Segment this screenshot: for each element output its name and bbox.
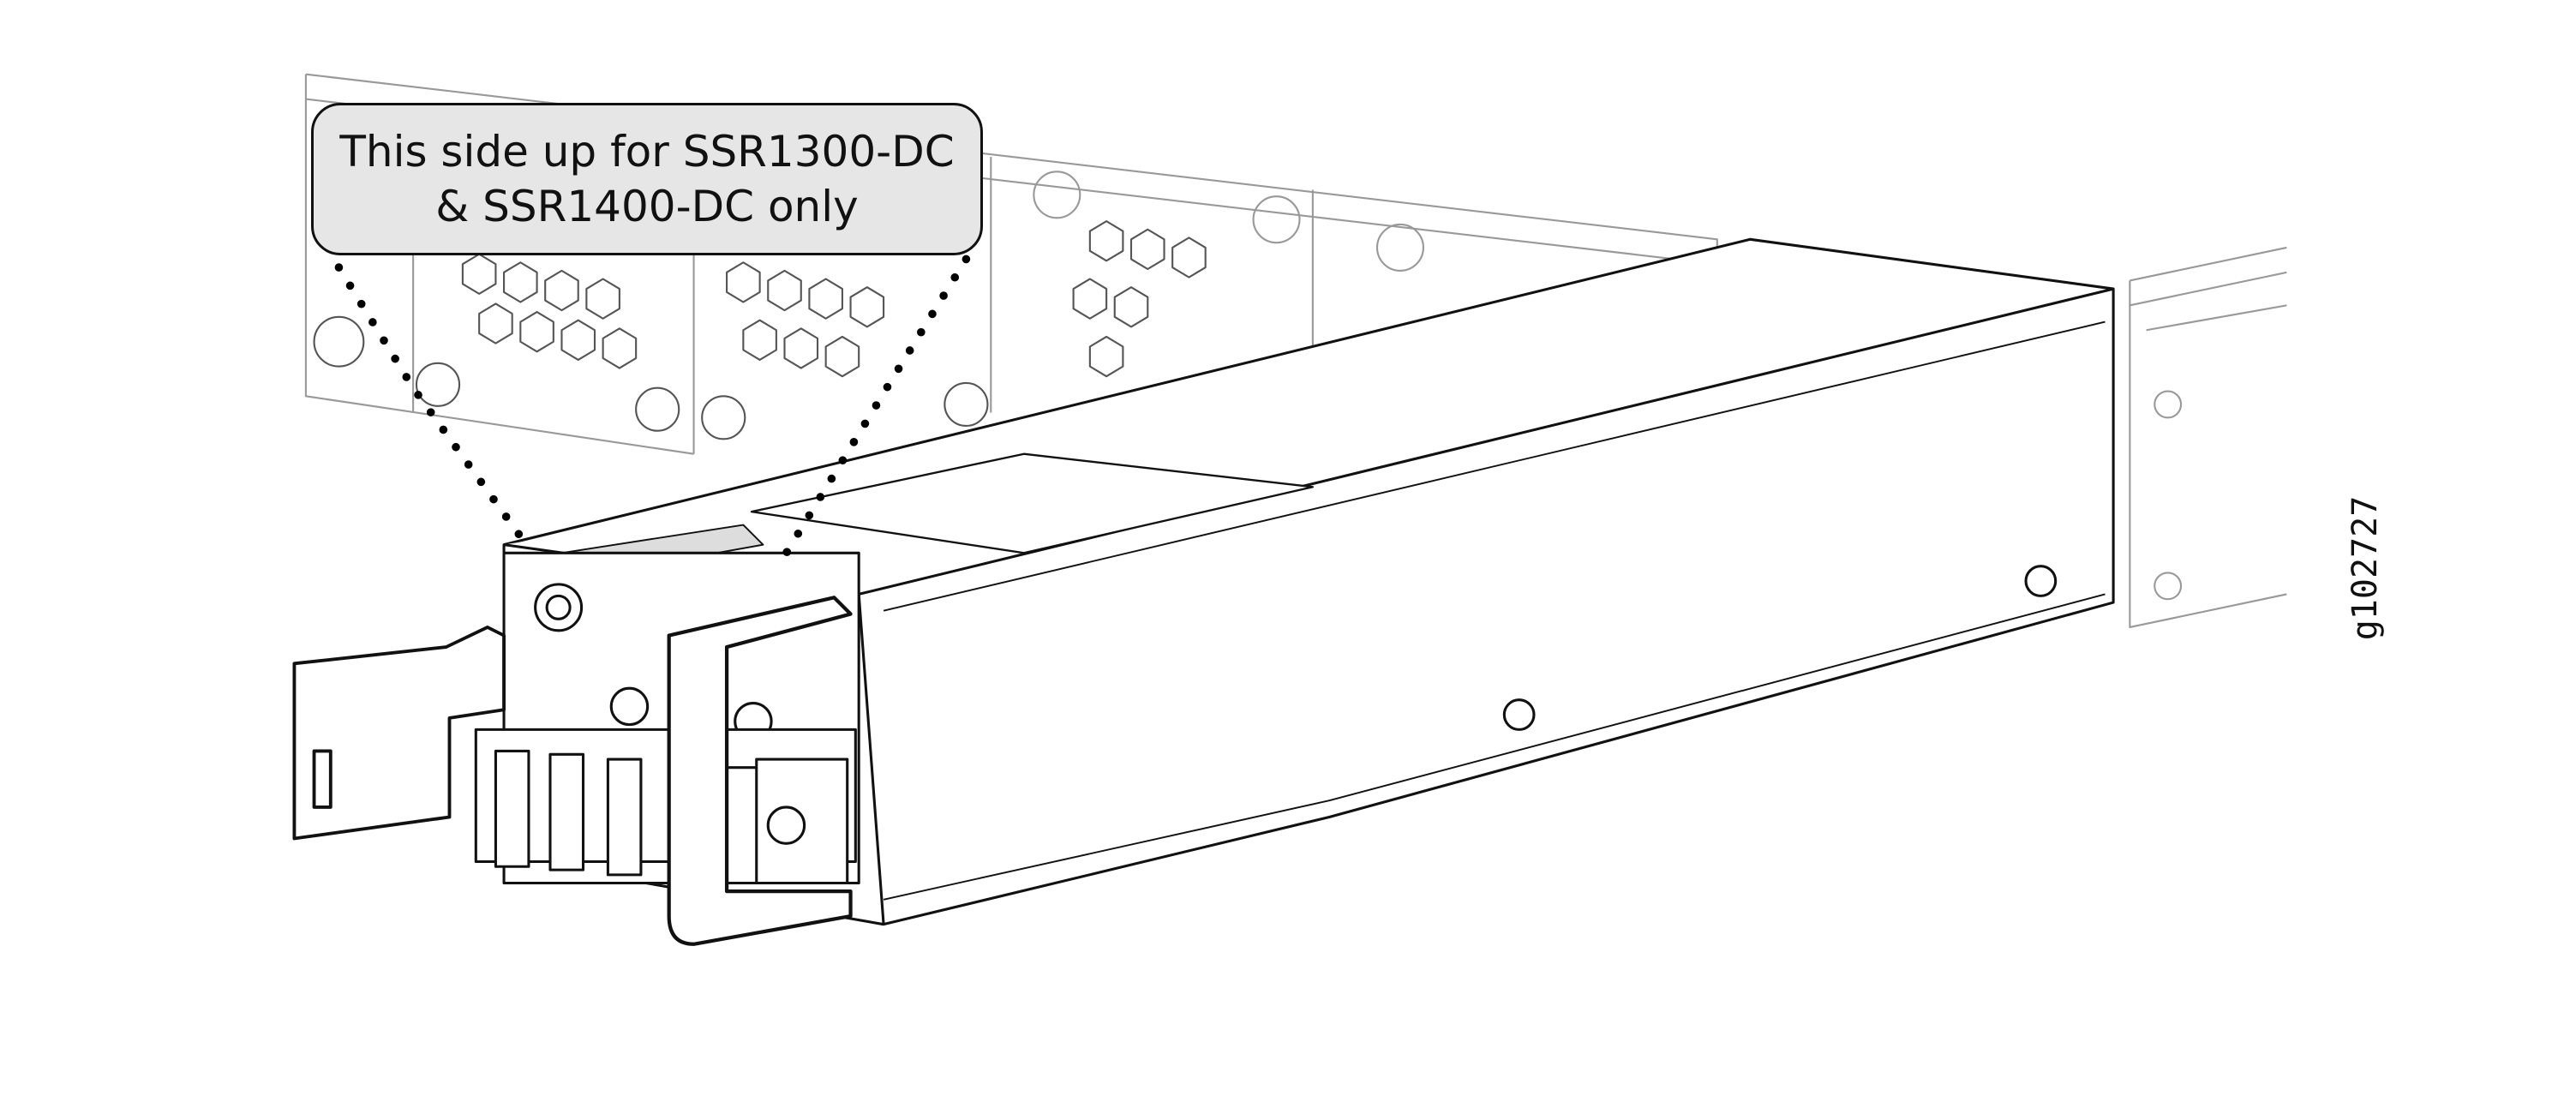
chassis-rear-panel [304,73,2287,629]
vent-grille [313,220,1207,440]
orientation-callout: This side up for SSR1300-DC & SSR1400-DC… [311,103,983,255]
figure-id: g102727 [2345,495,2385,641]
latch-tab [292,626,506,841]
callout-line-1: This side up for SSR1300-DC [339,127,955,177]
callout-line-2: & SSR1400-DC only [435,182,859,231]
power-supply-body [502,237,2115,926]
ejector-handle [667,596,853,946]
